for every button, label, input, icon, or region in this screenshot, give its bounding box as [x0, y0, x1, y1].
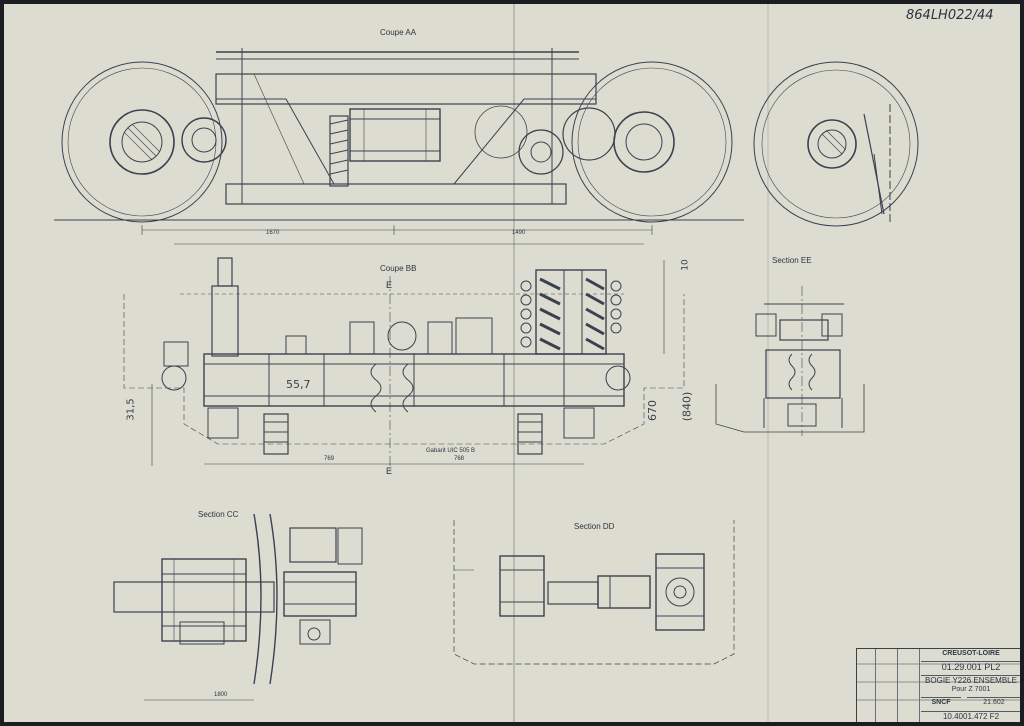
section-mark-e-bottom: E: [386, 466, 393, 476]
dimension-bb-left: 769: [324, 456, 335, 462]
section-ee-label: Section EE: [772, 256, 812, 265]
handwritten-31-5: 31,5: [125, 398, 137, 421]
coupe-bb-view: [123, 243, 685, 474]
archive-stamp: 864LH022/44: [906, 8, 994, 23]
dimension-bb-gabarit: Gabarit UIC 505 B: [426, 448, 476, 454]
coupe-aa-partial-view: [753, 61, 919, 227]
title-block-drawing-number: 01.29.001 PL2: [921, 661, 1020, 673]
section-cc-view: [113, 513, 363, 701]
title-block-grid: [856, 663, 1020, 701]
section-cc-label: Section CC: [198, 510, 239, 519]
title-block: CREUSOT-LOIRE 01.29.001 PL2 BOGIE Y226 E…: [856, 648, 1020, 722]
title-block-file-number: 10.4001.472 F2: [921, 711, 1020, 722]
title-block-company: CREUSOT-LOIRE: [942, 650, 1000, 657]
coupe-bb-label: Coupe BB: [380, 264, 417, 273]
handwritten-840: (840): [680, 391, 694, 422]
title-block-client: SNCF: [921, 697, 961, 707]
dimension-aa-left: 1670: [266, 230, 280, 236]
section-mark-e-top: E: [386, 280, 393, 290]
handwritten-10: 10: [680, 259, 691, 271]
handwritten-670: 670: [646, 400, 659, 421]
coupe-aa-view: [54, 48, 744, 235]
handwritten-55-7: 55,7: [286, 378, 311, 391]
dimension-aa-right: 1490: [512, 230, 526, 236]
title-block-subtitle: Pour Z 7001: [951, 686, 991, 693]
section-ee-view: [715, 286, 865, 436]
section-dd-label: Section DD: [574, 522, 615, 531]
dimension-cc-bottom: 1800: [214, 692, 228, 698]
section-dd-view: [453, 520, 735, 665]
coupe-aa-label: Coupe AA: [380, 28, 417, 37]
drawing-sheet: 864LH022/44 Coupe AA Coupe BB Section EE…: [4, 4, 1020, 722]
title-block-ref: 21.602: [967, 697, 1020, 707]
dimension-bb-right: 768: [454, 456, 465, 462]
technical-drawing: [54, 4, 1020, 722]
title-block-title: BOGIE Y226 ENSEMBLE: [921, 675, 1020, 686]
